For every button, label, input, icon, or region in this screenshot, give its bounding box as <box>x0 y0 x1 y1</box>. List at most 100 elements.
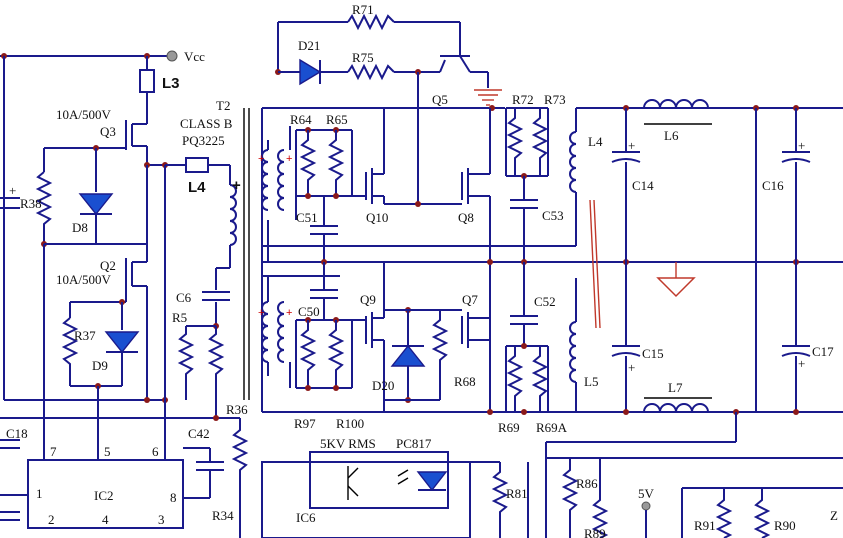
r36-label: R36 <box>226 402 248 417</box>
t2-transformer: + <box>165 108 250 421</box>
r91-resistor <box>715 488 733 538</box>
l6-inductor <box>643 99 709 109</box>
l4-right-inductor <box>569 131 577 193</box>
r73-resistor <box>531 108 549 176</box>
r71-label: R71 <box>352 2 374 17</box>
left-half-bridge: + <box>0 50 240 460</box>
r72-label: R72 <box>512 92 534 107</box>
feedback-section <box>261 442 843 538</box>
class-b-label: CLASS B <box>180 116 233 131</box>
ic2-section <box>0 418 249 538</box>
svg-text:+: + <box>798 356 805 371</box>
d21-label: D21 <box>298 38 320 53</box>
top-driver-section <box>261 13 505 412</box>
c18-label: C18 <box>6 426 28 441</box>
secondary-upper: + + <box>258 107 577 412</box>
l5-inductor <box>569 321 577 383</box>
pc817-label: PC817 <box>396 436 432 451</box>
d20-diode <box>390 344 426 367</box>
svg-text:+: + <box>9 183 16 198</box>
d20-label: D20 <box>372 378 394 393</box>
vcc-terminal <box>166 50 178 62</box>
r89-resistor <box>591 458 609 538</box>
vcc-label: Vcc <box>184 49 205 64</box>
svg-text:+: + <box>258 307 264 319</box>
d8-label: D8 <box>72 220 88 235</box>
5v-terminal <box>641 501 651 511</box>
r37-resistor <box>61 317 79 386</box>
r97-label: R97 <box>294 416 316 431</box>
r72-resistor <box>506 108 524 176</box>
r34-label: R34 <box>212 508 234 523</box>
ic2-label: IC2 <box>94 488 114 503</box>
r86-label: R86 <box>576 476 598 491</box>
r75-label: R75 <box>352 50 374 65</box>
ic2-pin6: 6 <box>152 444 159 459</box>
c14-label: C14 <box>632 178 654 193</box>
r69a-resistor <box>531 346 549 412</box>
r65-label: R65 <box>326 112 348 127</box>
ic2-pin3: 3 <box>158 512 165 527</box>
r38-label: R38 <box>20 196 42 211</box>
d9-diode <box>104 331 140 354</box>
pc817-led <box>416 471 448 492</box>
q7-label: Q7 <box>462 292 478 307</box>
r65-resistor <box>327 130 345 196</box>
ic2-pin4: 4 <box>102 512 109 527</box>
svg-text:+: + <box>286 307 292 319</box>
r100-label: R100 <box>336 416 364 431</box>
q10-label: Q10 <box>366 210 388 225</box>
l4-right-label: L4 <box>588 134 603 149</box>
r5-resistor <box>177 326 195 400</box>
svg-text:+: + <box>286 153 292 165</box>
rms-label: 5KV RMS <box>320 436 376 451</box>
q2-rating-label: 10A/500V <box>56 272 112 287</box>
r36-resistor <box>231 418 249 538</box>
q3-label: Q3 <box>100 124 116 139</box>
c17-label: C17 <box>812 344 834 359</box>
r86-resistor <box>561 458 579 538</box>
q2-label: Q2 <box>100 258 116 273</box>
r69-label: R69 <box>498 420 520 435</box>
ground-symbol <box>656 277 696 298</box>
svg-text:+: + <box>628 138 635 153</box>
r91-label: R91 <box>694 518 716 533</box>
ic2-pin5: 5 <box>104 444 111 459</box>
r81-resistor <box>491 462 509 538</box>
pc817-optocoupler <box>309 451 449 509</box>
r64-resistor <box>299 130 317 196</box>
output-filters: + + + + <box>546 99 843 443</box>
r90-label: R90 <box>774 518 796 533</box>
component-labels: Vcc L3 10A/500V Q3 T2 CLASS B PQ3225 L4 … <box>6 2 838 538</box>
svg-text:+: + <box>798 138 805 153</box>
svg-text:+: + <box>258 153 264 165</box>
z-label: Z <box>830 508 838 523</box>
r75-resistor <box>347 63 395 81</box>
r68-resistor <box>431 310 449 400</box>
l4-left-label: L4 <box>188 179 206 196</box>
r90-resistor <box>753 488 771 538</box>
l5-label: L5 <box>584 374 598 389</box>
d21-diode <box>299 58 322 86</box>
c6-label: C6 <box>176 290 192 305</box>
l7-label: L7 <box>668 380 683 395</box>
q8-label: Q8 <box>458 210 474 225</box>
r38-resistor <box>35 171 53 244</box>
c16-label: C16 <box>762 178 784 193</box>
ic6-label: IC6 <box>296 510 316 525</box>
l7-inductor <box>643 403 709 413</box>
q3-rating-label: 10A/500V <box>56 107 112 122</box>
r5-label: R5 <box>172 310 187 325</box>
svg-text:+: + <box>628 360 635 375</box>
q9-label: Q9 <box>360 292 376 307</box>
c52-label: C52 <box>534 294 556 309</box>
r71-resistor <box>347 13 395 31</box>
feedback-box <box>261 461 471 538</box>
l3-label: L3 <box>162 75 180 92</box>
ic2-pin8: 8 <box>170 490 177 505</box>
ic2-pin7: 7 <box>50 444 57 459</box>
t2-primary-winding <box>229 184 237 246</box>
r37-label: R37 <box>74 328 96 343</box>
r64-label: R64 <box>290 112 312 127</box>
